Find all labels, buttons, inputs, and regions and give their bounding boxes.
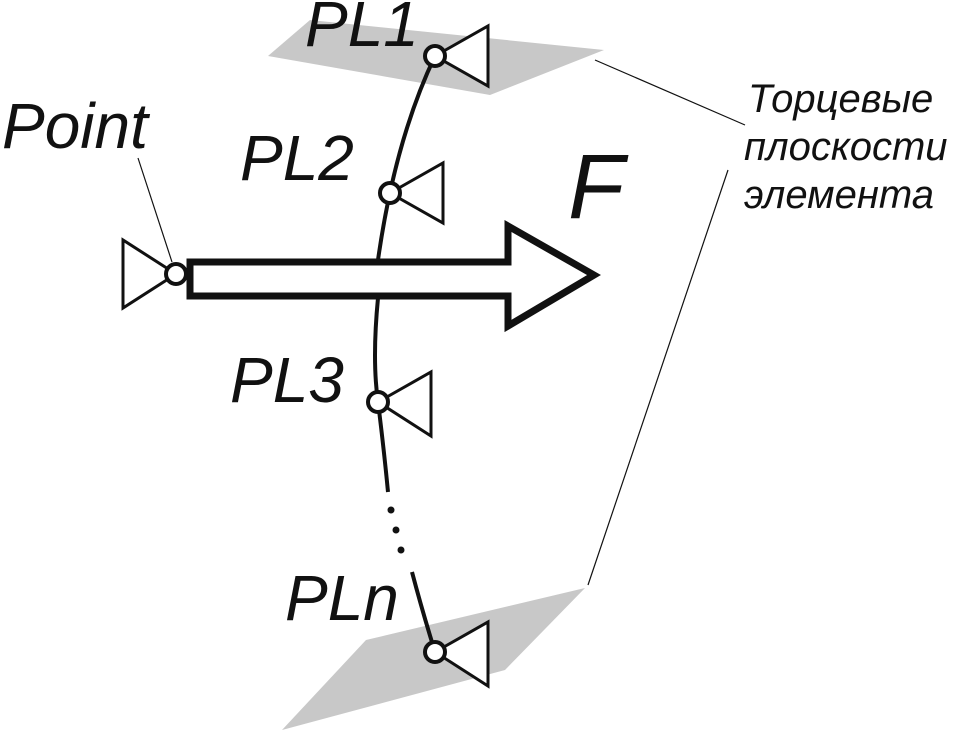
point-leader-line	[137, 157, 173, 263]
continuation-dot	[392, 526, 400, 534]
point-constraint-triangle	[121, 237, 179, 311]
label-point: Point	[2, 90, 150, 162]
leader-line-bottom	[587, 169, 729, 586]
label-pl1: PL1	[305, 0, 419, 60]
label-pl3: PL3	[230, 344, 344, 416]
label-force: F	[568, 136, 629, 238]
annotation-line-2: плоскости	[744, 125, 948, 169]
pl3-node	[366, 390, 390, 414]
label-pl2: PL2	[240, 122, 354, 194]
pln-node	[423, 640, 447, 664]
pl2-node	[378, 181, 402, 205]
continuation-dot	[397, 546, 405, 554]
annotation-line-3: элемента	[744, 173, 934, 217]
label-pln: PLn	[285, 562, 399, 634]
pl1-node	[423, 44, 447, 68]
pl3-constraint-triangle	[375, 369, 433, 439]
continuation-dot	[387, 506, 395, 514]
element-curve-upper	[376, 55, 437, 261]
force-arrow	[186, 219, 601, 333]
leader-line-top	[594, 59, 746, 126]
pl2-constraint-triangle	[386, 160, 445, 226]
annotation-line-1: Торцевые	[748, 77, 933, 121]
pl1-constraint-triangle	[431, 23, 490, 89]
point-node	[164, 262, 188, 286]
pln-constraint-triangle	[432, 619, 490, 689]
